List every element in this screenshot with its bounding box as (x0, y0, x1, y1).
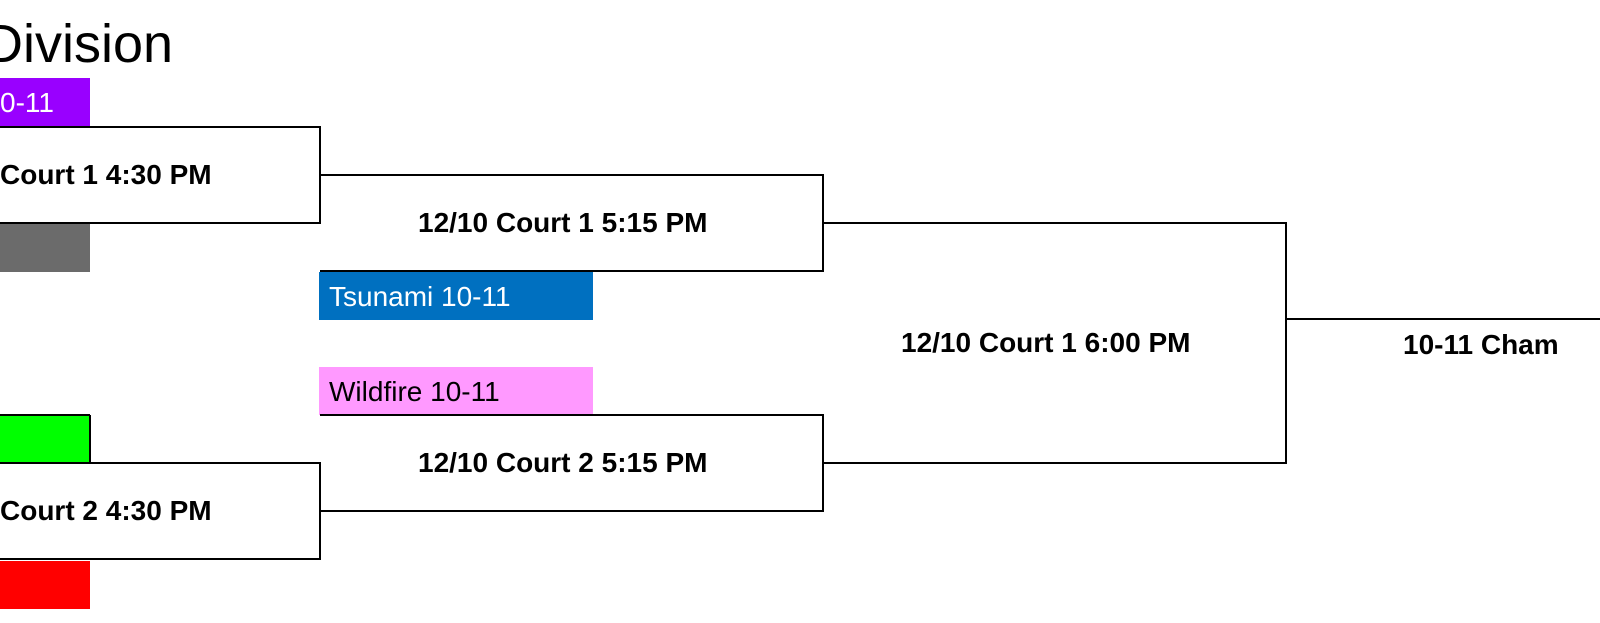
bracket-line-r1-bottom (0, 462, 321, 560)
game-label-championship: 10-11 Cham (1403, 329, 1559, 360)
team-block-wildfire: Wildfire 10-11 (319, 367, 593, 415)
game-label-final: 12/10 Court 1 6:00 PM (901, 327, 1191, 358)
game-label-semi-bottom: 12/10 Court 2 5:15 PM (418, 447, 708, 478)
team-block-red (0, 561, 90, 609)
bracket-line-final (823, 222, 1287, 464)
team-block-tsunami: Tsunami 10-11 (319, 272, 593, 320)
team-block-top-left: 0-11 (0, 78, 90, 126)
game-label-r1-top: Court 1 4:30 PM (0, 159, 212, 190)
team-block-gray (0, 224, 90, 272)
division-title: Division (0, 14, 174, 74)
game-label-semi-top: 12/10 Court 1 5:15 PM (418, 207, 708, 238)
team-block-green (0, 415, 90, 463)
game-label-r1-bottom: Court 2 4:30 PM (0, 495, 212, 526)
